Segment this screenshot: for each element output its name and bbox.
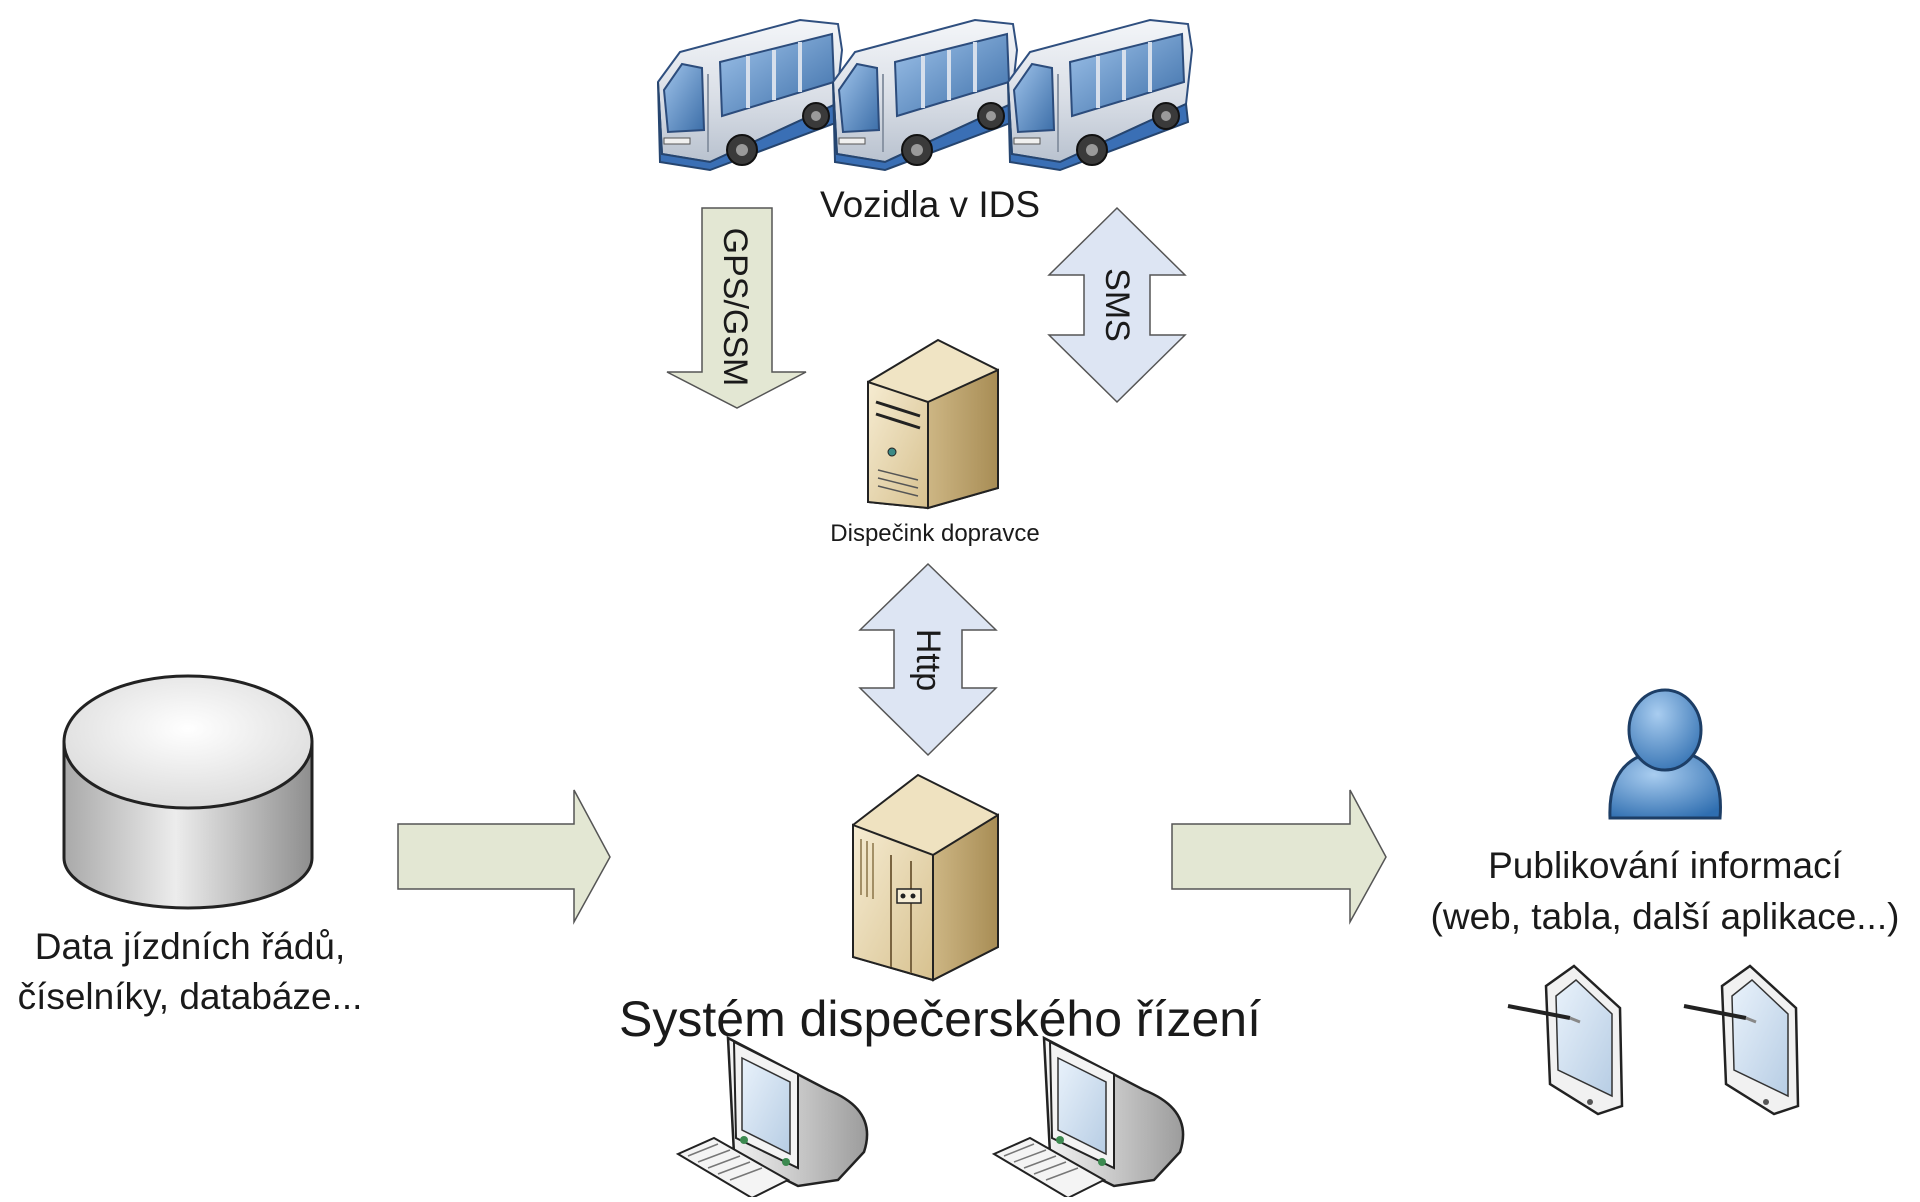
bus-icon [831,18,1019,172]
data-sources-label: Data jízdních řádů, číselníky, databáze.… [0,922,420,1022]
http-arrow [858,562,998,757]
workstation-icon [991,1035,1185,1200]
workstation-icon [675,1035,869,1200]
data-input-arrow [397,789,611,925]
dispatch-carrier-label: Dispečink dopravce [830,520,1040,547]
system-title: Systém dispečerského řízení [619,991,1261,1047]
user-icon [1608,688,1722,820]
gps-gsm-label: GPS/GSM [716,227,754,387]
tablet-icon [1507,964,1624,1116]
data-sources-line-1: Data jízdních řádů, [34,926,346,967]
publish-output-arrow [1171,789,1387,925]
tablet-icon [1683,964,1800,1116]
bus-icon [1006,18,1194,172]
sms-arrow [1047,206,1187,404]
sms-label: SMS [1098,268,1136,342]
bus-icon [656,18,844,172]
publish-line-1: Publikování informací [1488,845,1842,886]
http-label: Http [909,628,947,692]
buses-group [656,18,1194,172]
publish-label: Publikování informací (web, tabla, další… [1395,840,1920,942]
main-server-icon [852,773,999,982]
gps-gsm-arrow [666,207,807,409]
database-icon [62,674,314,910]
data-sources-line-2: číselníky, databáze... [17,976,363,1017]
publish-line-2: (web, tabla, další aplikace...) [1430,896,1900,937]
server-icon [867,338,999,510]
vehicles-label: Vozidla v IDS [819,184,1041,225]
